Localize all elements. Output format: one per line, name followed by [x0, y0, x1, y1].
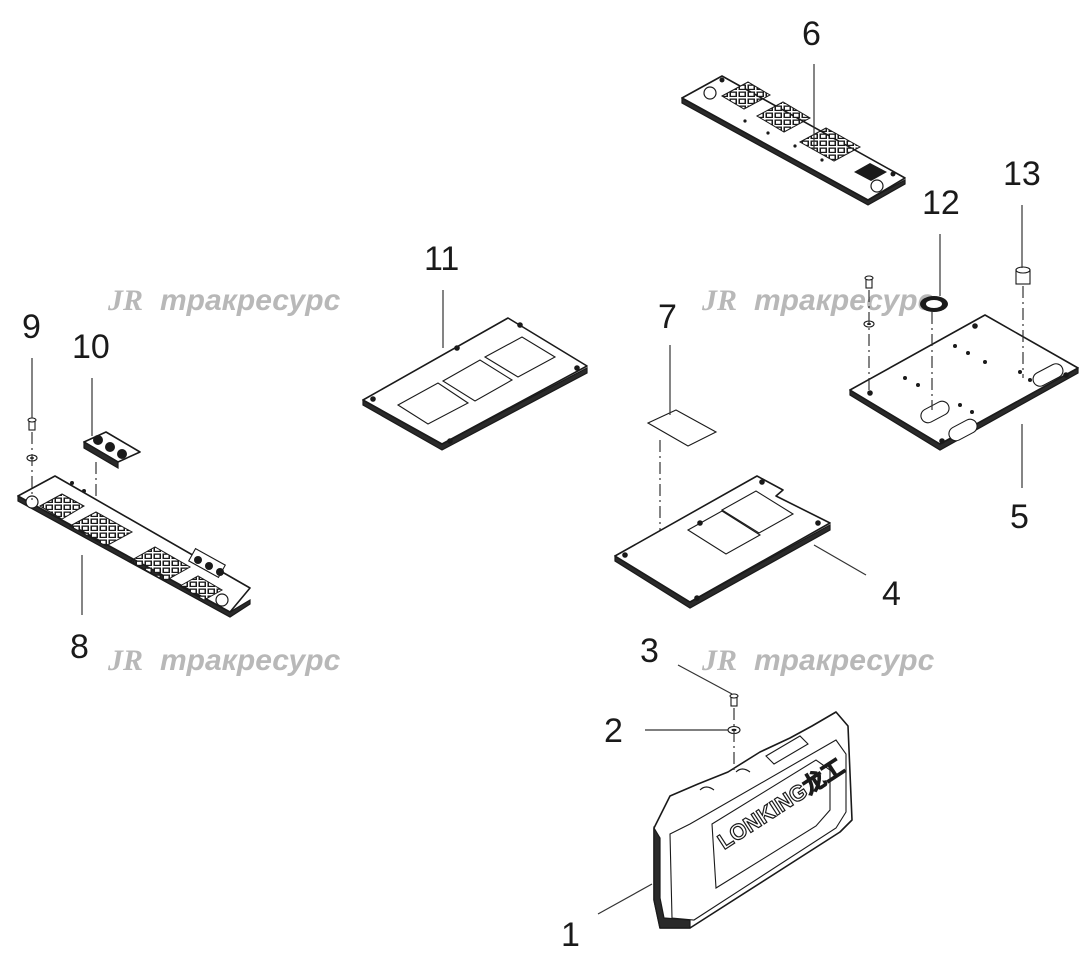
- watermark-bottom-left: JR тракресурс: [107, 644, 341, 677]
- part-5-slotted-plate: [849, 314, 1079, 451]
- part-13-spacer: [1015, 266, 1031, 378]
- part-1-rear-cover: LONKING龙工: [653, 711, 853, 929]
- screw-and-washer-part-5: [863, 275, 875, 392]
- part-3-bolt: [729, 693, 739, 707]
- callout-7: 7: [658, 298, 677, 336]
- callout-5: 5: [1010, 498, 1029, 536]
- watermark-logo: JR: [107, 644, 143, 677]
- part-4-base-plate: [614, 475, 831, 609]
- watermark-top-left: JR тракресурс: [107, 284, 341, 317]
- callout-10: 10: [72, 328, 110, 366]
- watermark-logo: JR: [701, 284, 737, 317]
- callout-1: 1: [561, 916, 580, 954]
- callout-2: 2: [604, 712, 623, 750]
- callout-4: 4: [882, 575, 901, 613]
- callout-13: 13: [1003, 155, 1041, 193]
- callout-9: 9: [22, 308, 41, 346]
- part-12-grommet: [920, 296, 948, 410]
- part-2-washer: [727, 708, 741, 770]
- watermark-top-right: JR тракресурс: [701, 284, 935, 317]
- part-9-screw: [26, 417, 38, 500]
- callout-12: 12: [922, 184, 960, 222]
- callout-11: 11: [424, 240, 459, 278]
- part-10-connector: [83, 431, 141, 498]
- watermark-text: тракресурс: [754, 284, 935, 317]
- leader-lines: [31, 64, 1023, 915]
- callout-8: 8: [70, 628, 89, 666]
- callout-3: 3: [640, 632, 659, 670]
- callout-6: 6: [802, 15, 821, 53]
- watermark-bottom-right: JR тракресурс: [701, 644, 935, 677]
- part-6-switch-panel: [681, 75, 906, 206]
- watermark-text: тракресурс: [160, 644, 341, 677]
- part-11-mounting-plate: [362, 317, 588, 451]
- watermark-logo: JR: [701, 644, 737, 677]
- watermark-text: тракресурс: [160, 284, 341, 317]
- watermark-text: тракресурс: [754, 644, 935, 677]
- part-8-switch-panel: [17, 475, 251, 618]
- watermark-logo: JR: [107, 284, 143, 317]
